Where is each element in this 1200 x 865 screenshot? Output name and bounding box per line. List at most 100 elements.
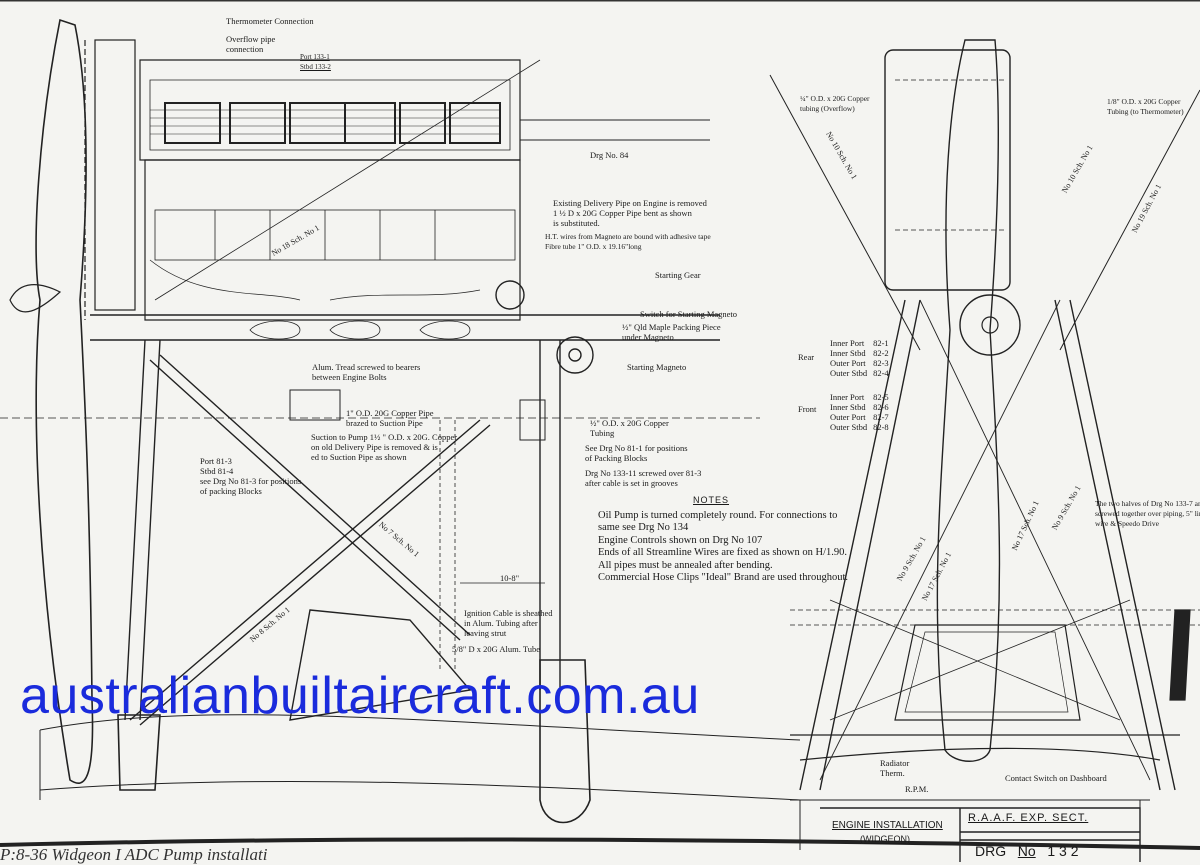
- overflow-tubing-note: ¼" O.D. x 20G Copper tubing (Overflow): [800, 94, 870, 114]
- note-line: Therm.: [880, 768, 905, 778]
- thermometer-label: Thermometer Connection: [226, 16, 314, 26]
- note-line: after cable is set in grooves: [585, 478, 678, 488]
- propeller-side: [9, 18, 94, 784]
- note-line: ¼" O.D. x 20G Copper: [800, 94, 870, 103]
- part-row: Outer Port 82-7: [830, 412, 895, 422]
- note-line: Port 81-3: [200, 456, 232, 466]
- starting-magneto-label: Starting Magneto: [627, 362, 687, 372]
- part-row: Inner Port 82-5: [830, 392, 895, 402]
- part-position: Inner Stbd: [830, 402, 866, 412]
- note-line: All pipes must be annealed after bending…: [598, 559, 773, 571]
- part-position: Inner Stbd: [830, 348, 866, 358]
- engine-block: [94, 39, 710, 321]
- no-label: No: [1017, 843, 1036, 859]
- note-line: in Alum. Tubing after: [464, 618, 538, 628]
- thermo-tubing-note: 1/8" O.D. x 20G Copper Tubing (to Thermo…: [1107, 97, 1184, 117]
- part-position: Outer Port: [830, 412, 866, 422]
- front-label: Front: [798, 404, 817, 414]
- front-view: [769, 39, 1200, 862]
- port-81-note: Port 81-3 Stbd 81-4 see Drg No 81-3 for …: [200, 456, 301, 496]
- halves-note: The two halves of Drg No 133-7 are screw…: [1095, 499, 1200, 529]
- delivery-pipe-note: Existing Delivery Pipe on Engine is remo…: [553, 198, 707, 228]
- note-line: ½" Qld Maple Packing Piece: [622, 322, 721, 332]
- part-position: Inner Port: [830, 338, 865, 348]
- part-row: Inner Stbd 82-2: [830, 348, 895, 358]
- note-line: 1 ½ D x 20G Copper Pipe bent as shown: [553, 208, 692, 218]
- starting-gear-label: Starting Gear: [655, 270, 701, 280]
- drg-84-label: Drg No. 84: [590, 150, 629, 160]
- note-line: leaving strut: [464, 628, 507, 638]
- struts-side: [39, 59, 801, 824]
- note-line: is substituted.: [553, 218, 600, 228]
- note-line: The two halves of Drg No 133-7 are: [1095, 499, 1200, 508]
- rpm-label: R.P.M.: [905, 784, 929, 794]
- part-number: 82-7: [873, 412, 889, 422]
- note-line: See Drg No 81-1 for positions: [585, 443, 688, 453]
- part-row: Outer Stbd 82-8: [830, 422, 895, 432]
- note-line: Oil Pump is turned completely round. For…: [598, 509, 838, 521]
- part-position: Outer Stbd: [830, 368, 868, 378]
- footer-caption: P:8-36 Widgeon I ADC Pump installati: [0, 845, 268, 864]
- note-line: ed to Suction Pipe as shown: [311, 452, 407, 462]
- notes-title: NOTES: [693, 495, 730, 505]
- longeron: [0, 314, 760, 419]
- copper-tubing-note: ½" O.D. x 20G Copper Tubing: [590, 418, 669, 438]
- tread-note: Alum. Tread screwed to bearers between E…: [312, 362, 420, 382]
- port-stbd-label: Port 133-1 Stbd 133-2: [300, 52, 331, 72]
- title-block-title: ENGINE INSTALLATION: [832, 820, 943, 831]
- part-row: Outer Port 82-3: [830, 358, 895, 368]
- alum-tube-label: 5/8" D x 20G Alum. Tube: [452, 644, 541, 654]
- notes-block: NOTES Oil Pump is turned completely roun…: [598, 494, 848, 585]
- title-block-subtitle: (WIDGEON): [860, 834, 910, 844]
- stbd-ref: Stbd 133-2: [300, 63, 331, 71]
- rear-label: Rear: [798, 352, 815, 362]
- dimension-label: 10-8": [500, 573, 520, 583]
- note-line: Suction to Pump 1½ " O.D. x 20G. Copper: [311, 432, 458, 442]
- note-line: Tubing (to Thermometer): [1107, 107, 1184, 116]
- part-number: 82-3: [873, 358, 889, 368]
- title-block-org: R.A.A.F. EXP. SECT.: [968, 812, 1089, 824]
- note-line: Engine Controls shown on Drg No 107: [598, 534, 763, 546]
- note-line: screwed together over piping, 5" line: [1095, 509, 1200, 518]
- note-line: Alum. Tread screwed to bearers: [312, 362, 421, 372]
- note-line: Tubing: [590, 428, 615, 438]
- ignition-note: Ignition Cable is sheathed in Alum. Tubi…: [464, 608, 553, 638]
- scan-bottom-edge: [0, 837, 1200, 850]
- drg-label: DRG: [975, 843, 1007, 859]
- note-line: 1" O.D. 20G Copper Pipe: [346, 408, 434, 418]
- contact-switch-label: Contact Switch on Dashboard: [1005, 773, 1107, 783]
- part-position: Inner Port: [830, 392, 865, 402]
- note-line: Ends of all Streamline Wires are fixed a…: [598, 547, 847, 558]
- note-line: Ignition Cable is sheathed: [464, 608, 553, 618]
- note-line: of Packing Blocks: [585, 453, 648, 463]
- part-number: 82-8: [873, 422, 889, 432]
- drg-number: DRG No 1 3 2: [975, 843, 1079, 859]
- note-line: 1/8" O.D. x 20G Copper: [1107, 97, 1181, 106]
- part-number: 82-6: [873, 402, 889, 412]
- part-number: 82-1: [873, 338, 889, 348]
- note-line: brazed to Suction Pipe: [346, 418, 423, 428]
- suction-note: Suction to Pump 1½ " O.D. x 20G. Copper …: [311, 432, 457, 462]
- part-number: 82-5: [873, 392, 889, 402]
- note-line: under Magneto: [622, 332, 674, 342]
- title-block: [820, 807, 1141, 862]
- note-line: see Drg No 81-3 for positions: [200, 476, 302, 486]
- note-line: wire & Speedo Drive: [1095, 519, 1159, 528]
- drg-133-11-note: Drg No 133-11 screwed over 81-3 after ca…: [585, 468, 701, 488]
- part-position: Outer Stbd: [830, 422, 868, 432]
- note-line: Stbd 81-4: [200, 466, 234, 476]
- drg-number-value: 1 3 2: [1047, 843, 1079, 859]
- overflow-label: Overflow pipe connection: [226, 34, 276, 54]
- note-line: H.T. wires from Magneto are bound with a…: [545, 232, 711, 241]
- copper-pipe-note: 1" O.D. 20G Copper Pipe brazed to Suctio…: [346, 408, 434, 428]
- note-line: same see Drg No 134: [598, 522, 689, 533]
- watermark: australianbuiltaircraft.com.au: [20, 667, 700, 725]
- part-position: Outer Port: [830, 358, 866, 368]
- note-line: Commercial Hose Clips "Ideal" Brand are …: [598, 572, 849, 583]
- ht-wires-note: H.T. wires from Magneto are bound with a…: [545, 232, 711, 252]
- part-number: 82-2: [873, 348, 889, 358]
- note-line: Existing Delivery Pipe on Engine is remo…: [553, 198, 707, 208]
- note-line: Radiator: [880, 758, 910, 768]
